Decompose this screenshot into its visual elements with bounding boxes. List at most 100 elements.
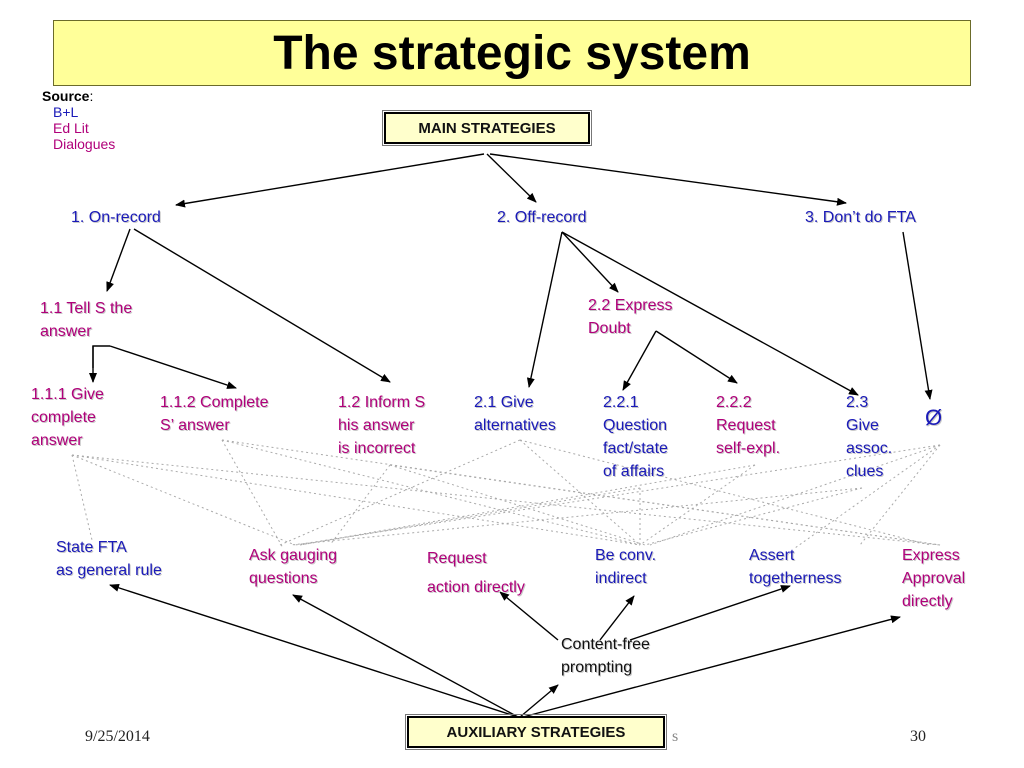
page-title: The strategic system [273, 26, 751, 80]
aux-ask-gauging-line: questions [249, 570, 318, 587]
node-inform-s-line: his answer [338, 417, 415, 434]
node-express-doubt-line: Doubt [588, 320, 631, 337]
aux-assert-line: togetherness [749, 570, 842, 587]
aux-state-fta-line: State FTA [56, 539, 127, 556]
arrow-on-record-to-inform [133, 228, 391, 383]
node-request-self-line: 2.2.2 [716, 394, 752, 411]
aux-request-action: Request action directly [427, 544, 525, 602]
arrow-aux-to-approval [522, 615, 901, 718]
arrow-doubt-to-request [655, 330, 738, 384]
aux-request-action-line: Request [427, 550, 487, 567]
aux-content-free-line: Content-free [561, 636, 650, 653]
aux-content-free: Content-free prompting [561, 633, 650, 679]
aux-assert-line: Assert [749, 547, 795, 564]
arrow-tell-to-complete [109, 345, 237, 389]
aux-state-fta: State FTA as general rule [56, 536, 162, 582]
arrow-off-record-to-doubt [561, 231, 619, 293]
node-dont-do-fta: 3. Don’t do FTA [805, 206, 916, 229]
node-request-self-line: Request [716, 417, 776, 434]
node-off-record-label: 2. Off-record [497, 209, 587, 226]
node-tell-s: 1.1 Tell S the answer [40, 297, 132, 343]
main-strategies-label: MAIN STRATEGIES [418, 119, 556, 137]
aux-ask-gauging: Ask gauging questions [249, 544, 337, 590]
aux-express-approval-line: Express [902, 547, 960, 564]
node-tell-s-line: 1.1 Tell S the [40, 300, 133, 317]
arrow-aux-to-content [519, 684, 559, 718]
node-question-fact-line: of affairs [603, 463, 665, 480]
node-empty-set: Ø [925, 406, 942, 429]
node-give-assoc-line: Give [846, 417, 879, 434]
arrow-on-record-to-tell [106, 228, 131, 292]
arrow-main-to-dont [489, 153, 847, 206]
source-item-bl: B+L [53, 104, 79, 120]
footer-page-number: 30 [910, 728, 926, 745]
node-on-record: 1. On-record [71, 206, 161, 229]
empty-set-symbol: Ø [925, 405, 943, 430]
node-give-assoc: 2.3 Give assoc. clues [846, 391, 892, 483]
aux-express-approval: Express Approval directly [902, 544, 965, 613]
arrow-dont-to-empty [902, 231, 933, 400]
aux-express-approval-line: directly [902, 593, 953, 610]
node-complete-s-line: 1.1.2 Complete [160, 394, 269, 411]
arrow-content-to-request [499, 591, 559, 641]
node-give-assoc-line: clues [846, 463, 884, 480]
node-give-complete-line: answer [31, 432, 83, 449]
node-give-alternatives-line: alternatives [474, 417, 556, 434]
aux-be-conv-line: Be conv. [595, 547, 657, 564]
node-question-fact-line: Question [603, 417, 668, 434]
aux-be-conv-line: indirect [595, 570, 647, 587]
source-label: Source [42, 88, 90, 104]
aux-ask-gauging-line: Ask gauging [249, 547, 338, 564]
footer-date: 9/25/2014 [85, 728, 150, 745]
node-question-fact: 2.2.1 Question fact/state of affairs [603, 391, 668, 483]
node-give-assoc-line: assoc. [846, 440, 893, 457]
node-complete-s: 1.1.2 Complete S’ answer [160, 391, 269, 437]
arrow-off-record-to-assoc [561, 231, 859, 396]
node-give-alternatives: 2.1 Give alternatives [474, 391, 556, 437]
aux-express-approval-line: Approval [902, 570, 966, 587]
node-inform-s-line: is incorrect [338, 440, 416, 457]
node-complete-s-line: S’ answer [160, 417, 230, 434]
arrow-off-record-to-alt [526, 231, 563, 388]
source-item-dialogues: Dialogues [53, 136, 116, 152]
node-give-complete: 1.1.1 Give complete answer [31, 383, 104, 452]
node-express-doubt: 2.2 Express Doubt [588, 294, 672, 340]
arrow-doubt-to-question [622, 330, 657, 391]
arrow-aux-to-gauging [292, 594, 519, 718]
source-block: Source: B+L Ed Lit Dialogues [42, 88, 115, 152]
node-give-complete-line: complete [31, 409, 96, 426]
node-question-fact-line: fact/state [603, 440, 668, 457]
title-banner: The strategic system [53, 20, 971, 86]
node-off-record: 2. Off-record [497, 206, 587, 229]
source-colon: : [89, 88, 94, 104]
node-give-complete-line: 1.1.1 Give [31, 386, 104, 403]
aux-content-free-line: prompting [561, 659, 633, 676]
node-inform-s-line: 1.2 Inform S [338, 394, 426, 411]
arrow-main-to-on-record [175, 153, 485, 208]
aux-assert-togetherness: Assert togetherness [749, 544, 842, 590]
node-dont-do-fta-label: 3. Don’t do FTA [805, 209, 916, 226]
aux-state-fta-line: as general rule [56, 562, 162, 579]
node-request-self-line: self-expl. [716, 440, 781, 457]
auxiliary-strategies-label: AUXILIARY STRATEGIES [446, 723, 626, 741]
source-item-edlit: Ed Lit [53, 120, 89, 136]
arrow-content-to-beconv [599, 595, 635, 641]
node-tell-s-line: answer [40, 323, 92, 340]
node-question-fact-line: 2.2.1 [603, 394, 639, 411]
node-on-record-label: 1. On-record [71, 209, 161, 226]
source-heading: Source: [42, 88, 115, 104]
arrow-aux-to-state [109, 583, 519, 718]
aux-be-conv: Be conv. indirect [595, 544, 656, 590]
arrow-main-to-off-record [486, 153, 537, 203]
footer-behind-text: s [672, 728, 679, 745]
aux-request-action-line: action directly [427, 579, 525, 596]
node-request-self: 2.2.2 Request self-expl. [716, 391, 780, 460]
arrow-content-to-assert [629, 585, 791, 641]
auxiliary-strategies-box: AUXILIARY STRATEGIES [405, 714, 667, 750]
node-inform-s: 1.2 Inform S his answer is incorrect [338, 391, 425, 460]
node-give-assoc-line: 2.3 [846, 394, 869, 411]
node-give-alternatives-line: 2.1 Give [474, 394, 534, 411]
bracket-tell-s [92, 345, 110, 368]
main-strategies-box: MAIN STRATEGIES [382, 110, 592, 146]
